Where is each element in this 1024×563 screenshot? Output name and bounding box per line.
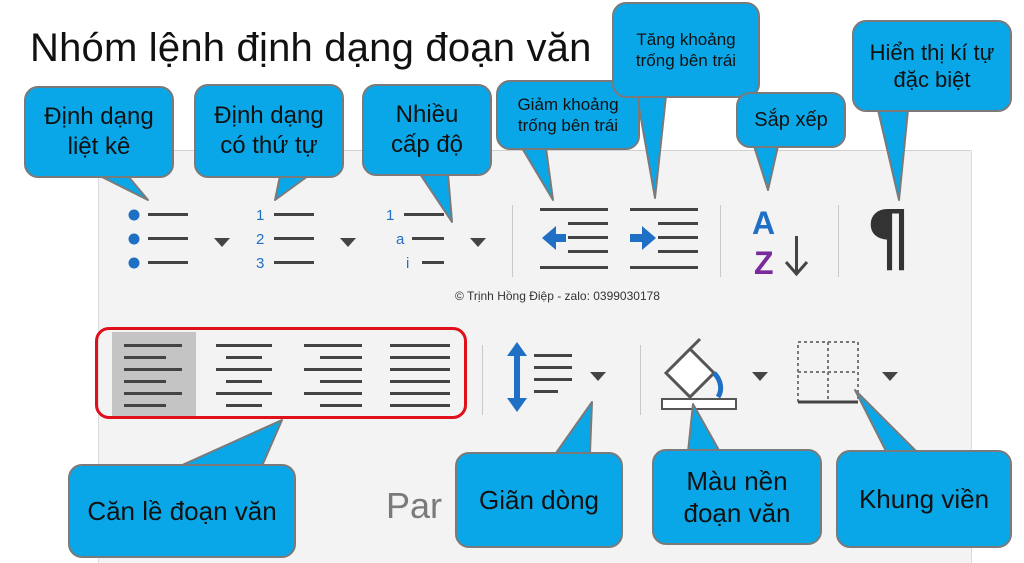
callout-borders-text: Khung viền [858,483,990,514]
callout-multilevel: Nhiều cấp độ [362,84,492,176]
multilevel-mark-1: 1 [386,207,394,224]
line-spacing-dropdown-arrow[interactable] [590,372,606,381]
callout-alignment-text: Căn lề đoạn văn [87,495,277,526]
callout-borders: Khung viền [836,450,1012,548]
callout-numbering: Định dạng có thứ tự [194,84,344,178]
callout-show-marks-text: Hiển thị kí tự đặc biệt [869,39,995,93]
copyright-text: © Trịnh Hồng Điệp - zalo: 0399030178 [455,289,660,303]
callout-line-spacing: Giãn dòng [455,452,623,548]
separator [640,345,641,415]
callout-multilevel-text: Nhiều cấp độ [390,101,464,158]
alignment-highlight-box [95,327,467,419]
page-title: Nhóm lệnh định dạng đoạn văn [30,26,592,70]
separator [720,205,721,277]
numbered-list-icon: 1 2 3 [256,207,314,272]
sort-letter-z: Z [754,245,774,281]
borders-dropdown-arrow[interactable] [882,372,898,381]
callout-bullets-text: Định dạng liệt kê [44,103,154,160]
callout-alignment: Căn lề đoạn văn [68,464,296,558]
show-hide-marks-button[interactable]: ¶ [865,196,925,280]
callout-shading-text: Màu nền đoạn văn [683,465,791,529]
sort-letter-a: A [752,205,775,241]
separator [838,205,839,277]
justify-button[interactable] [378,332,462,416]
multilevel-dropdown-arrow[interactable] [470,238,486,247]
callout-numbering-text: Định dạng có thứ tự [214,102,324,159]
align-center-button[interactable] [202,332,286,416]
callout-increase-indent: Tăng khoảng trống bên trái [612,2,760,98]
separator [482,345,483,415]
bullet-list-icon [128,209,188,269]
multilevel-mark-a: a [396,231,405,248]
bullets-dropdown-arrow[interactable] [214,238,230,247]
decrease-indent-button[interactable] [538,200,613,280]
bullets-button[interactable] [120,200,220,280]
multilevel-list-button[interactable]: 1 a i [382,200,472,280]
callout-sort: Sắp xếp [736,92,846,148]
decrease-indent-icon [540,208,608,269]
align-center-icon [216,344,272,407]
numbering-digit-1: 1 [256,207,264,224]
borders-grid-icon [797,341,859,404]
shading-button[interactable] [660,335,740,415]
numbering-dropdown-arrow[interactable] [340,238,356,247]
multilevel-list-icon: 1 a i [386,207,444,272]
callout-sort-text: Sắp xếp [754,108,828,131]
increase-indent-button[interactable] [628,200,703,280]
numbering-digit-3: 3 [256,255,264,272]
callout-shading: Màu nền đoạn văn [652,449,822,545]
callout-show-marks: Hiển thị kí tự đặc biệt [852,20,1012,112]
sort-button[interactable]: A Z [750,198,820,282]
numbering-button[interactable]: 1 2 3 [250,200,340,280]
callout-bullets: Định dạng liệt kê [24,86,174,178]
separator [512,205,513,277]
shading-dropdown-arrow[interactable] [752,372,768,381]
multilevel-mark-i: i [406,255,409,272]
callout-line-spacing-text: Giãn dòng [479,484,599,515]
numbering-digit-2: 2 [256,231,264,248]
callout-increase-indent-text: Tăng khoảng trống bên trái [635,29,737,70]
pilcrow-icon: ¶ [865,195,913,281]
line-spacing-icon [507,342,572,412]
justify-icon [390,344,450,407]
paint-bucket-icon [661,337,737,410]
increase-indent-icon [630,208,698,269]
borders-button[interactable] [794,338,864,408]
sort-az-icon: A Z [752,205,809,281]
align-right-icon [304,344,362,407]
align-left-button[interactable] [112,332,196,416]
line-spacing-button[interactable] [502,338,582,418]
ribbon-group-label: Par [386,485,443,526]
callout-decrease-indent-text: Giảm khoảng trống bên trái [517,94,619,135]
align-right-button[interactable] [292,332,376,416]
align-left-icon [124,344,182,407]
